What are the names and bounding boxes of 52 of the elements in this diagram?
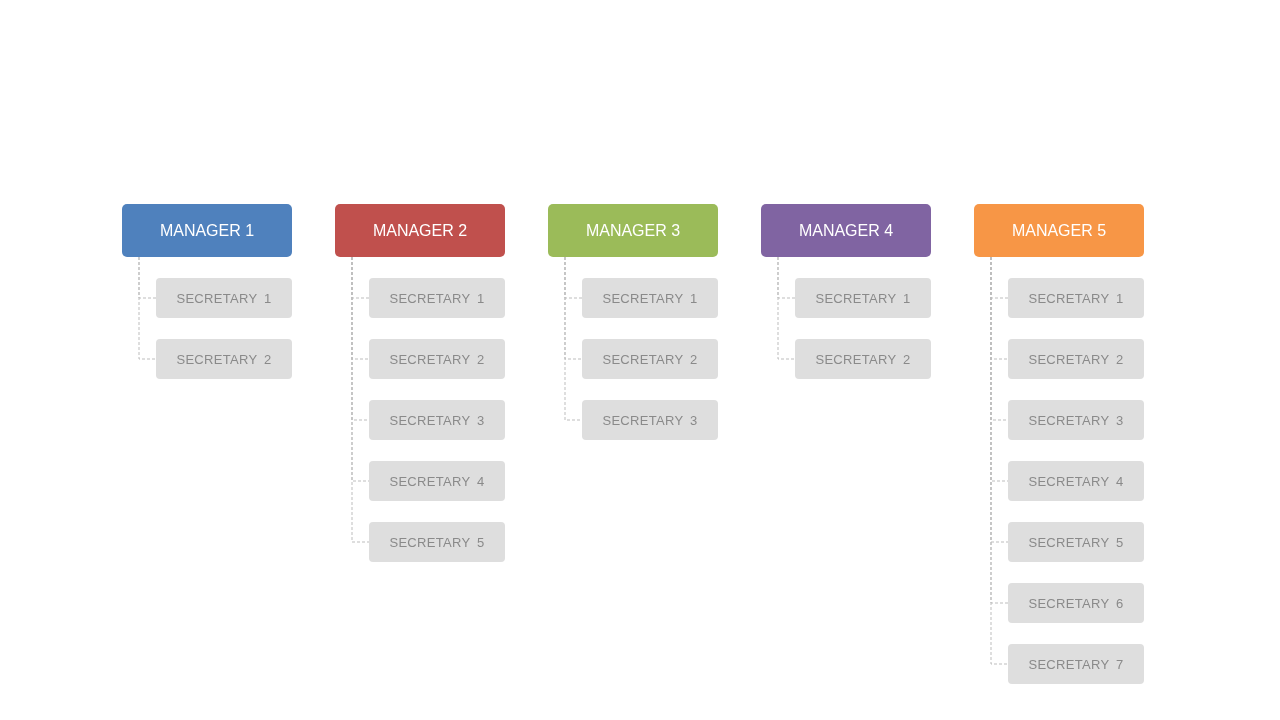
- role-label: SECRETARY 2: [1028, 351, 1124, 367]
- child-role-card: [582, 400, 718, 440]
- role-label: SECRETARY 1: [1028, 290, 1124, 306]
- parent-role-card: [974, 204, 1144, 257]
- child-role-card: [1008, 583, 1144, 623]
- connector-line: [777, 256, 796, 360]
- parent-role-card: [761, 204, 931, 257]
- role-label: SECRETARY 1: [389, 290, 485, 306]
- role-label: SECRETARY 1: [602, 290, 698, 306]
- child-role-card: [369, 461, 505, 501]
- connector-line: [138, 256, 157, 360]
- child-role-card: [156, 339, 292, 379]
- connector-line: [564, 256, 583, 421]
- role-title: MANAGER 3: [585, 221, 681, 240]
- role-label: SECRETARY 7: [1028, 656, 1124, 672]
- role-label: SECRETARY 1: [176, 290, 272, 306]
- role-label: SECRETARY 2: [602, 351, 698, 367]
- child-role-card: [1008, 461, 1144, 501]
- role-label: SECRETARY 2: [815, 351, 911, 367]
- child-role-card: [582, 339, 718, 379]
- role-label: SECRETARY 2: [389, 351, 485, 367]
- child-role-card: [1008, 278, 1144, 318]
- role-label: SECRETARY 5: [389, 534, 485, 550]
- child-role-card: [1008, 644, 1144, 684]
- child-role-card: [369, 522, 505, 562]
- connector-line: [351, 256, 370, 543]
- child-role-card: [156, 278, 292, 318]
- child-role-card: [1008, 400, 1144, 440]
- role-label: SECRETARY 4: [1028, 473, 1124, 489]
- child-role-card: [369, 339, 505, 379]
- child-role-card: [795, 339, 931, 379]
- parent-role-card: [335, 204, 505, 257]
- role-title: MANAGER 1: [159, 221, 255, 240]
- role-label: SECRETARY 3: [1028, 412, 1124, 428]
- child-role-card: [369, 400, 505, 440]
- role-label: SECRETARY 1: [815, 290, 911, 306]
- role-title: MANAGER 5: [1011, 221, 1107, 240]
- child-role-card: [369, 278, 505, 318]
- role-label: SECRETARY 6: [1028, 595, 1124, 611]
- parent-role-card: [122, 204, 292, 257]
- role-label: SECRETARY 3: [602, 412, 698, 428]
- role-label: SECRETARY 2: [176, 351, 272, 367]
- role-label: SECRETARY 4: [389, 473, 485, 489]
- child-role-card: [1008, 339, 1144, 379]
- role-label: SECRETARY 3: [389, 412, 485, 428]
- role-label: SECRETARY 5: [1028, 534, 1124, 550]
- role-title: MANAGER 4: [798, 221, 894, 240]
- child-role-card: [795, 278, 931, 318]
- child-role-card: [582, 278, 718, 318]
- child-role-card: [1008, 522, 1144, 562]
- parent-role-card: [548, 204, 718, 257]
- role-title: MANAGER 2: [372, 221, 468, 240]
